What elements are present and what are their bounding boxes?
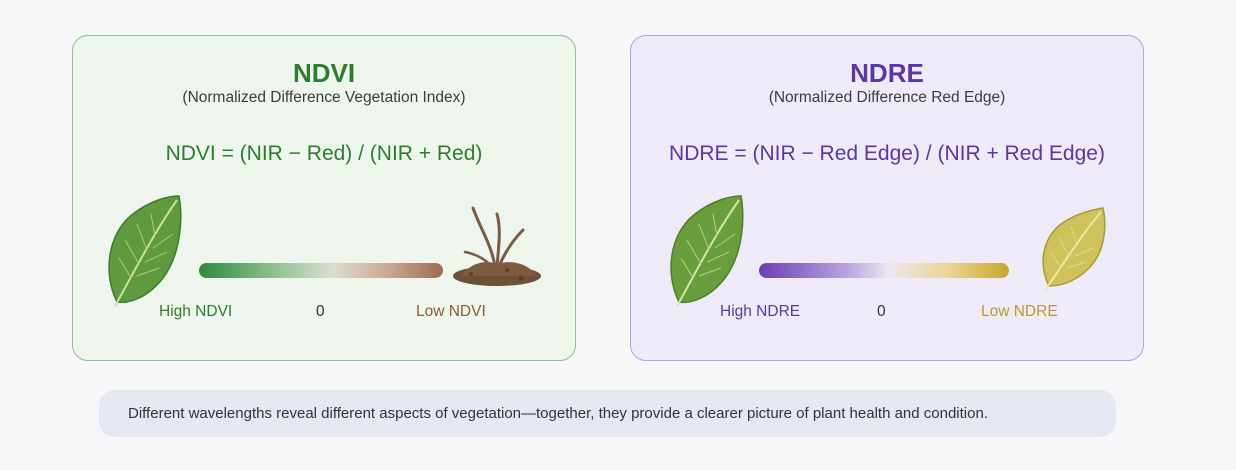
footer-text: Different wavelengths reveal different a… [128,405,988,422]
ndvi-zero-label: 0 [316,303,325,320]
healthy-leaf-icon [108,195,182,307]
ndvi-subtitle: (Normalized Difference Vegetation Index) [182,89,466,106]
yellow-leaf-icon [1042,207,1106,290]
ndre-high-label: High NDRE [720,303,801,320]
ndre-subtitle: (Normalized Difference Red Edge) [768,89,1006,106]
healthy-leaf-icon [670,195,744,307]
ndvi-high-label: High NDVI [159,303,233,320]
ndvi-gradient-bar [199,263,443,278]
footer-caption: Different wavelengths reveal different a… [99,390,1116,437]
ndre-gradient-bar [759,263,1009,278]
ndre-card: NDRE (Normalized Difference Red Edge) ND… [630,35,1144,361]
dead-plant-soil-icon [453,206,541,286]
ndre-low-label: Low NDRE [981,303,1058,320]
ndvi-formula: NDVI = (NIR − Red) / (NIR + Red) [165,142,483,165]
ndvi-card: NDVI (Normalized Difference Vegetation I… [72,35,576,361]
ndre-title: NDRE [850,58,924,88]
ndre-zero-label: 0 [877,303,886,320]
ndre-formula: NDRE = (NIR − Red Edge) / (NIR + Red Edg… [669,142,1105,165]
ndvi-low-label: Low NDVI [416,303,486,320]
ndvi-title: NDVI [292,58,356,88]
